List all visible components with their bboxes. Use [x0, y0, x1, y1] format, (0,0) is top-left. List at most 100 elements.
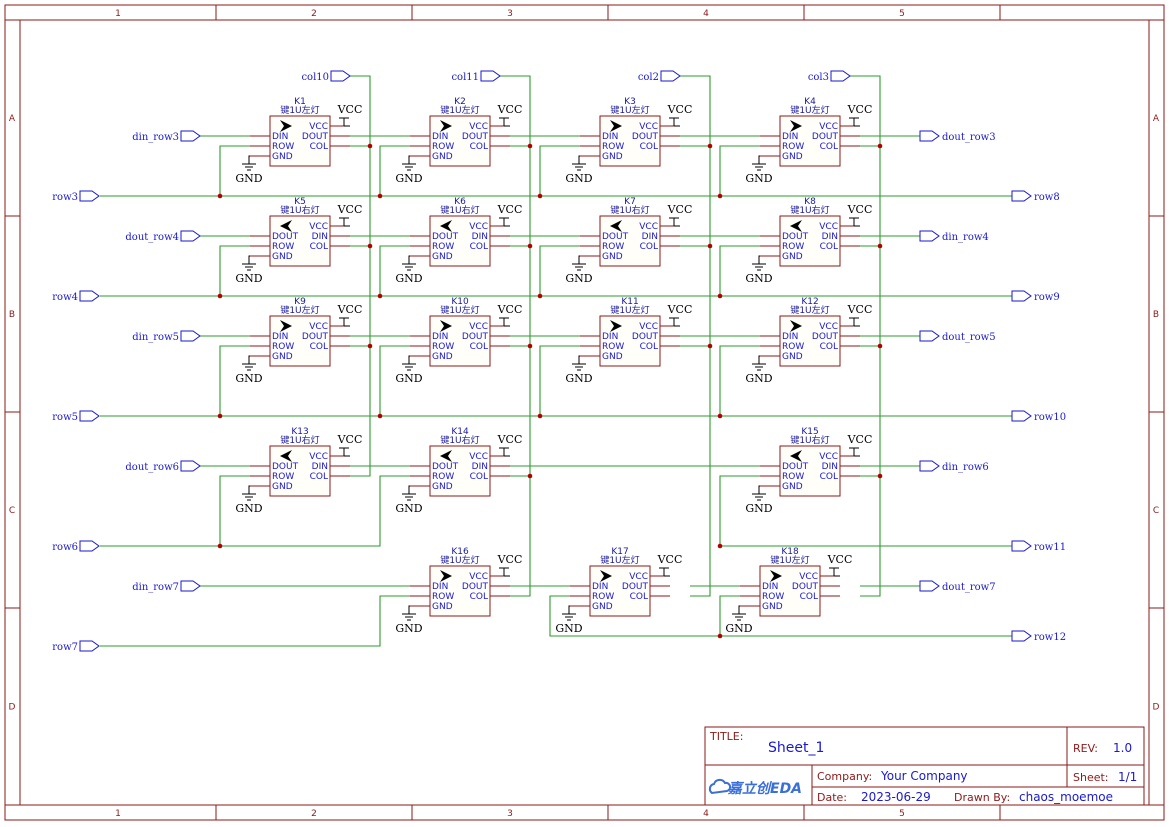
wire-segment — [100, 595, 410, 647]
net-port-col2: col2 — [638, 70, 681, 83]
company-value: Your Company — [880, 769, 968, 783]
component-body — [779, 445, 841, 497]
vcc-label: VCC — [657, 553, 683, 566]
pin-label: VCC — [309, 122, 328, 132]
zone-col-top: 1 — [115, 9, 121, 19]
port-label: col3 — [808, 72, 829, 83]
net-port-dout-row6: dout_row6 — [125, 460, 201, 473]
junction-dot — [217, 193, 223, 199]
junction-dot — [717, 543, 723, 549]
pin-label: GND — [782, 252, 803, 262]
net-port-din-row3: din_row3 — [132, 130, 201, 143]
vcc-symbol-icon — [829, 567, 840, 577]
pin-label: COL — [640, 142, 658, 152]
pin-label: DIN — [822, 232, 838, 242]
pin-label: DIN — [312, 462, 328, 472]
port-label: din_row6 — [942, 462, 989, 473]
pin-label: DIN — [472, 462, 488, 472]
pin-label: GND — [272, 352, 293, 362]
component-ref: K9 — [294, 297, 306, 307]
junction-dot — [717, 413, 723, 419]
gnd-label: GND — [555, 622, 582, 635]
component-value: 键1U左灯 — [600, 554, 639, 566]
vcc-symbol-icon — [499, 317, 510, 327]
junction-dot — [377, 193, 383, 199]
pin-label: ROW — [602, 142, 624, 152]
port-flag-icon — [1011, 630, 1032, 642]
pin-label: DIN — [272, 132, 288, 142]
pin-label: DOUT — [632, 132, 659, 142]
junction-dot — [527, 243, 533, 249]
pin-label: VCC — [819, 322, 838, 332]
port-label: din_row7 — [132, 582, 179, 593]
pin-label: DOUT — [622, 582, 649, 592]
vcc-label: VCC — [337, 203, 363, 216]
pin-label: VCC — [629, 572, 648, 582]
pin-label: DIN — [642, 232, 658, 242]
led-arrow-right-icon — [790, 320, 802, 332]
vcc-symbol-icon — [499, 447, 510, 457]
component-body — [269, 215, 331, 267]
pin-label: GND — [272, 482, 293, 492]
port-flag-icon — [79, 410, 100, 422]
rev-value: 1.0 — [1113, 741, 1132, 755]
vcc-symbol-icon — [339, 317, 350, 327]
led-arrow-left-icon — [790, 450, 802, 462]
pin-label: COL — [470, 142, 488, 152]
component-value: 键1U左灯 — [440, 554, 479, 566]
port-label: col11 — [451, 72, 479, 83]
zone-row-left: D — [9, 703, 16, 713]
ground-symbol-icon — [242, 255, 256, 271]
ground-symbol-icon — [242, 355, 256, 371]
junction-dot — [537, 193, 543, 199]
pin-label: ROW — [782, 242, 804, 252]
component-ref: K5 — [294, 197, 306, 207]
wire-segment — [100, 475, 410, 547]
vcc-label: VCC — [497, 203, 523, 216]
pin-label: DOUT — [432, 462, 459, 472]
component-value: 键1U右灯 — [790, 204, 829, 216]
net-port-row4: row4 — [52, 290, 100, 303]
pin-label: COL — [800, 592, 818, 602]
zone-row-right: B — [1153, 310, 1159, 320]
pin-label: DOUT — [792, 582, 819, 592]
net-port-dout-row7: dout_row7 — [919, 580, 996, 593]
vcc-symbol-icon — [339, 217, 350, 227]
vcc-label: VCC — [497, 433, 523, 446]
ground-symbol-icon — [752, 485, 766, 501]
gnd-label: GND — [235, 272, 262, 285]
port-label: dout_row4 — [125, 232, 179, 243]
net-port-row8: row8 — [1011, 190, 1060, 203]
led-arrow-left-icon — [610, 220, 622, 232]
led-arrow-left-icon — [440, 220, 452, 232]
wire-segment — [219, 345, 250, 416]
led-arrow-right-icon — [280, 120, 292, 132]
zone-row-left: A — [9, 114, 16, 124]
vcc-label: VCC — [337, 103, 363, 116]
ground-symbol-icon — [752, 355, 766, 371]
gnd-label: GND — [565, 272, 592, 285]
net-port-din-row4: din_row4 — [919, 230, 989, 243]
vcc-label: VCC — [847, 433, 873, 446]
zone-row-right: A — [1153, 114, 1160, 124]
component-body — [429, 115, 491, 167]
port-label: row6 — [52, 542, 78, 553]
component-body — [599, 315, 661, 367]
vcc-symbol-icon — [339, 117, 350, 127]
pin-label: ROW — [432, 142, 454, 152]
led-arrow-right-icon — [440, 570, 452, 582]
component-ref: K18 — [781, 547, 799, 557]
port-flag-icon — [79, 540, 100, 552]
gnd-label: GND — [745, 372, 772, 385]
pin-label: DIN — [272, 332, 288, 342]
led-arrow-right-icon — [440, 120, 452, 132]
pin-label: DIN — [602, 132, 618, 142]
wires — [100, 75, 1012, 647]
wire-segment — [850, 75, 881, 597]
net-port-dout-row3: dout_row3 — [919, 130, 996, 143]
port-label: col10 — [301, 72, 329, 83]
